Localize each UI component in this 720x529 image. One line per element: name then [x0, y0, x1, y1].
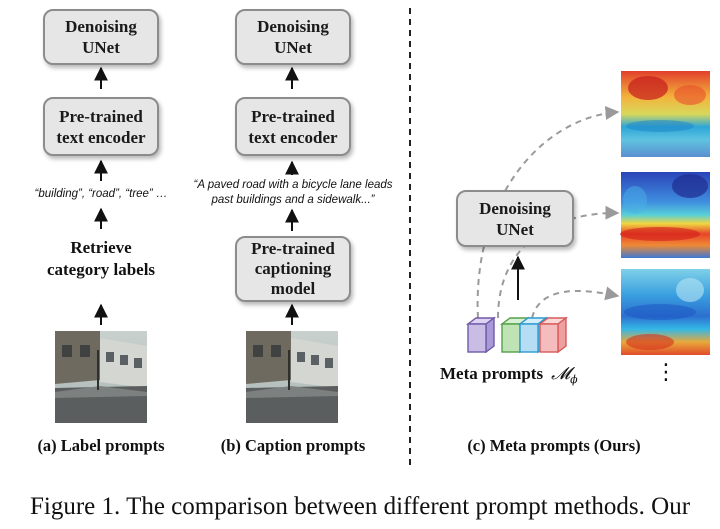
meta-prompts-text: Meta prompts — [440, 364, 544, 383]
more-heatmaps-ellipsis: ⋮ — [655, 360, 677, 385]
heatmap-1 — [621, 71, 710, 157]
dashed-curve-to-heatmap-1 — [476, 105, 620, 319]
retrieve-labels-text: Retrieve category labels — [46, 238, 156, 279]
street-photo-b — [246, 331, 338, 423]
dashed-curve-to-heatmap-3 — [531, 286, 620, 319]
heatmap-3 — [621, 269, 710, 355]
meta-prompt-cube-1 — [465, 316, 497, 354]
street-photo-a — [55, 331, 147, 423]
meta-prompts-subscript: ϕ — [570, 373, 578, 387]
caption-sentence-text: “A paved road with a bicycle lane leads … — [193, 179, 393, 206]
meta-prompt-cube-4 — [537, 316, 569, 354]
denoising-unet-box-a: Denoising UNet — [43, 9, 159, 65]
captioning-model-box: Pre-trained captioning model — [235, 236, 351, 302]
heatmap-2 — [620, 172, 710, 258]
text-encoder-box-a: Pre-trained text encoder — [43, 97, 159, 156]
figure-caption: Figure 1. The comparison between differe… — [30, 493, 691, 520]
category-labels-text: “building”, “road”, “tree” … — [34, 188, 168, 200]
meta-prompts-symbol: 𝓜 — [551, 364, 571, 384]
meta-prompts-label: Meta prompts 𝓜ϕ — [440, 363, 590, 386]
caption-label-prompts: (a) Label prompts — [37, 436, 165, 455]
denoising-unet-box-b: Denoising UNet — [235, 9, 351, 65]
caption-caption-prompts: (b) Caption prompts — [220, 436, 366, 455]
meta-prompt-cubes — [465, 316, 569, 354]
text-encoder-box-b: Pre-trained text encoder — [235, 97, 351, 156]
dashed-curve-to-heatmap-2 — [497, 205, 620, 319]
caption-meta-prompts: (c) Meta prompts (Ours) — [467, 436, 641, 455]
denoising-unet-box-c: Denoising UNet — [456, 190, 574, 247]
